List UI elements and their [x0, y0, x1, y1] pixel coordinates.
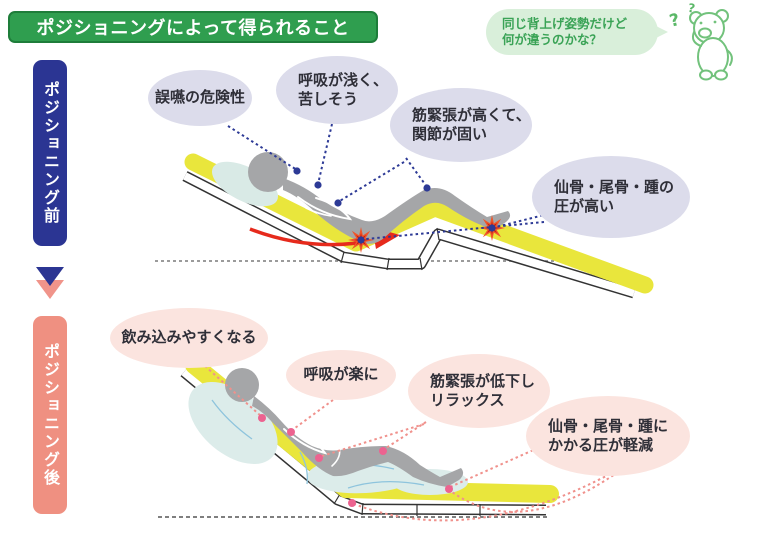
pointer-dots-after [258, 414, 453, 507]
label-before: ポジショニング前 [33, 60, 67, 246]
down-arrow-icon [36, 267, 64, 309]
pillow [212, 161, 278, 207]
leader-lines-before [227, 123, 549, 240]
callout-aspiration-risk: 誤嚥の危険性 [148, 70, 252, 126]
patient-figure-after [225, 368, 464, 487]
speech-line: 何が違うのかな？ [502, 32, 603, 47]
cushion-fold-line [347, 480, 425, 489]
arm-line [283, 428, 328, 455]
callout-easier-swallowing: 飲み込みやすくなる [110, 308, 268, 368]
arm-line [305, 207, 332, 217]
speech-bubble-tail [656, 26, 668, 38]
illustration-before [155, 123, 654, 299]
callout-high-pressure: 仙骨・尾骨・踵の 圧が高い [532, 156, 690, 238]
down-arrow-navy [36, 267, 64, 286]
page-title-text: ポジショニングによって得られること [36, 18, 350, 39]
speech-bubble: 同じ背上げ姿勢だけど 何が違うのかな？ [486, 9, 668, 55]
label-after: ポジショニング後 [33, 316, 67, 514]
callout-high-muscle-tension: 筋緊張が高くて、 関節が固い [390, 88, 532, 162]
callout-relaxed-muscles: 筋緊張が低下し リラックス [408, 354, 550, 428]
question-mark: ? [667, 10, 681, 32]
leader-lines-after [204, 365, 619, 522]
pointer-dots-before [293, 167, 496, 244]
callout-shallow-breathing: 呼吸が浅く、 苦しそう [276, 56, 398, 124]
speech-line: 同じ背上げ姿勢だけど [502, 15, 628, 31]
question-mark: ? [687, 1, 696, 16]
arm-line [297, 196, 353, 221]
illustration-after [158, 356, 619, 522]
cushion-fold-line [211, 399, 253, 440]
callout-reduced-pressure: 仙骨・尾骨・踵に かかる圧が軽減 [526, 396, 690, 476]
cushion-fold-line [299, 451, 308, 485]
page-title: ポジショニングによって得られること [8, 11, 378, 43]
bear-mascot-icon: ? ? [667, 1, 733, 81]
arm-line [331, 446, 341, 467]
callout-easier-breathing: 呼吸が楽に [286, 350, 396, 400]
patient-figure-before [248, 152, 511, 244]
